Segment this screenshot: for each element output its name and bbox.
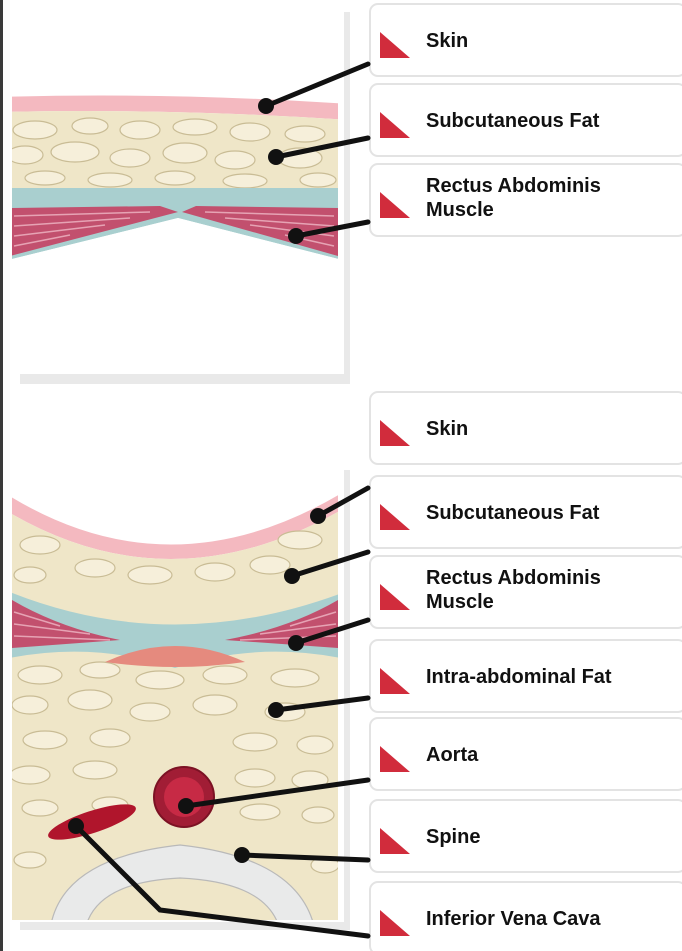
label-text: Spine: [426, 826, 480, 848]
label-card-bottom-skin[interactable]: Skin: [370, 392, 682, 464]
dot-top-rectus-abdominis: [288, 228, 304, 244]
label-text: Rectus Abdominis: [426, 567, 601, 589]
label-card-top-skin[interactable]: Skin: [370, 4, 682, 76]
dot-bottom-intra-abdominal-fat: [268, 702, 284, 718]
label-card-frame: [370, 718, 682, 790]
label-text: Inferior Vena Cava: [426, 908, 601, 930]
dot-top-skin: [258, 98, 274, 114]
dot-bottom-inferior-vena-cava: [68, 818, 84, 834]
dot-bottom-spine: [234, 847, 250, 863]
dot-bottom-rectus-abdominis: [288, 635, 304, 651]
label-text: Intra-abdominal Fat: [426, 666, 612, 688]
dot-bottom-skin: [310, 508, 326, 524]
left-border: [0, 0, 3, 951]
top-panel: [0, 6, 350, 384]
label-card-frame: [370, 4, 682, 76]
label-card-bottom-subcutaneous-fat[interactable]: Subcutaneous Fat: [370, 476, 682, 548]
dot-top-subcutaneous-fat: [268, 149, 284, 165]
label-text: Skin: [426, 30, 468, 52]
label-text: Subcutaneous Fat: [426, 502, 600, 524]
dot-bottom-aorta: [178, 798, 194, 814]
label-text: Aorta: [426, 744, 479, 766]
label-text: Subcutaneous Fat: [426, 110, 600, 132]
label-card-top-subcutaneous-fat[interactable]: Subcutaneous Fat: [370, 84, 682, 156]
label-text: Muscle: [426, 591, 494, 613]
label-card-bottom-inferior-vena-cava[interactable]: Inferior Vena Cava: [370, 882, 682, 951]
label-card-frame: [370, 392, 682, 464]
label-text: Rectus Abdominis: [426, 175, 601, 197]
label-card-bottom-intra-abdominal-fat[interactable]: Intra-abdominal Fat: [370, 640, 682, 712]
bottom-panel: [0, 466, 350, 930]
label-text: Muscle: [426, 199, 494, 221]
label-text: Skin: [426, 418, 468, 440]
label-card-bottom-aorta[interactable]: Aorta: [370, 718, 682, 790]
label-card-bottom-spine[interactable]: Spine: [370, 800, 682, 872]
dot-bottom-subcutaneous-fat: [284, 568, 300, 584]
label-card-frame: [370, 800, 682, 872]
